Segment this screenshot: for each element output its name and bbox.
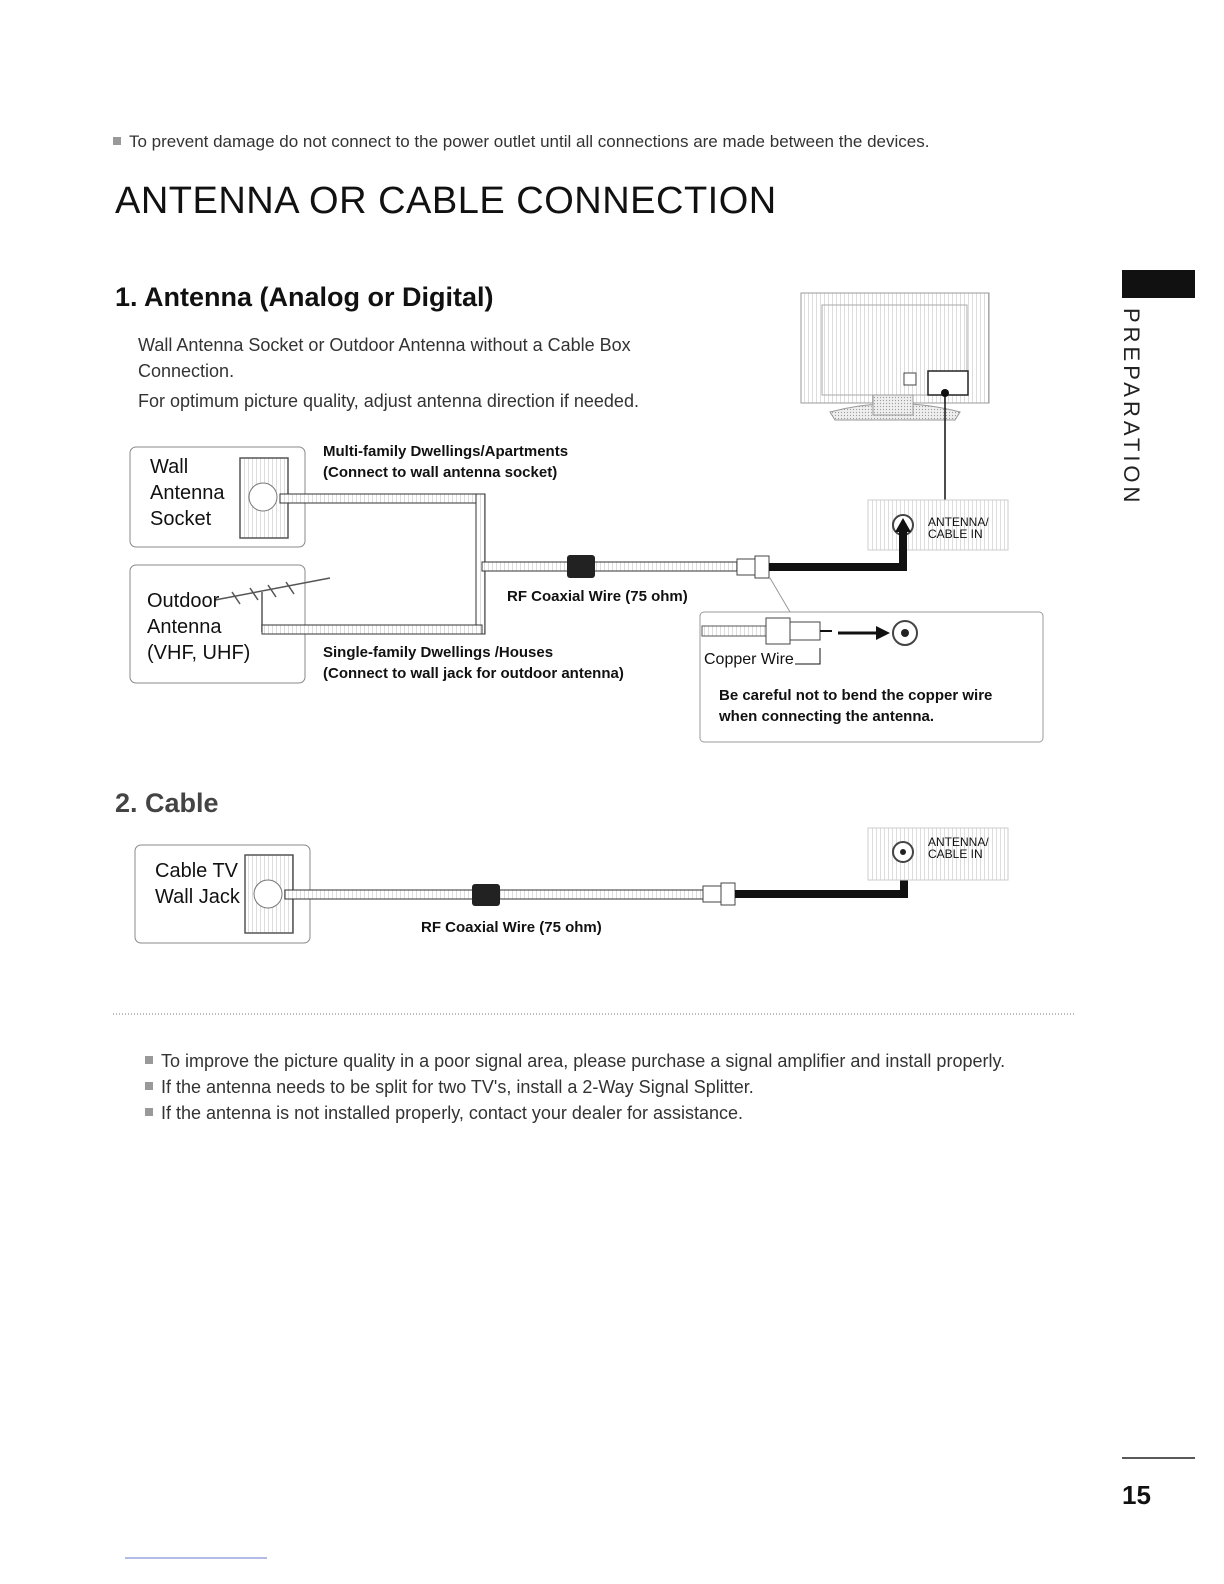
box-label-line: Outdoor <box>147 590 220 612</box>
side-tab-label: PREPARATION <box>1119 308 1144 507</box>
rf-wire-label-cable: RF Coaxial Wire (75 ohm) <box>421 919 602 936</box>
section-heading-antenna: 1. Antenna (Analog or Digital) <box>115 282 494 312</box>
box-label-line: Antenna <box>147 616 222 638</box>
section-heading-cable: 2. Cable <box>115 788 219 818</box>
cable-jack-label: Cable TV Wall Jack <box>155 858 240 910</box>
box-label-line: Antenna <box>150 482 225 504</box>
port-label-line: CABLE IN <box>928 527 983 541</box>
description-line: Wall Antenna Socket or Outdoor Antenna w… <box>138 335 631 355</box>
wall-socket-label: Wall Antenna Socket <box>150 454 225 532</box>
page-number: 15 <box>1122 1480 1151 1510</box>
description-line: For optimum picture quality, adjust ante… <box>138 391 639 411</box>
bullet-icon <box>113 136 121 145</box>
label-line: Multi-family Dwellings/Apartments <box>323 443 569 460</box>
bullet-icon <box>145 1056 153 1065</box>
page-title: ANTENNA OR CABLE CONNECTION <box>115 180 777 222</box>
top-note-text: To prevent damage do not connect to the … <box>129 132 930 151</box>
note-text: To improve the picture quality in a poor… <box>161 1051 1006 1071</box>
multi-family-label: Multi-family Dwellings/Apartments (Conne… <box>323 441 568 483</box>
label-line: (Connect to wall jack for outdoor antenn… <box>323 665 624 682</box>
f-connector <box>736 555 770 579</box>
box-label-line: Wall Jack <box>155 886 240 908</box>
single-family-label: Single-family Dwellings /Houses (Connect… <box>323 642 624 684</box>
tv-back-illustration <box>800 292 990 421</box>
antenna-description: Wall Antenna Socket or Outdoor Antenna w… <box>138 332 639 414</box>
note-item: To improve the picture quality in a poor… <box>145 1048 1005 1074</box>
box-label-line: (VHF, UHF) <box>147 642 251 664</box>
rf-wire-label: RF Coaxial Wire (75 ohm) <box>507 588 688 605</box>
note-item: If the antenna is not installed properly… <box>145 1100 1005 1126</box>
note-text: If the antenna needs to be split for two… <box>161 1077 754 1097</box>
box-label-line: Cable TV <box>155 860 239 882</box>
box-label-line: Wall <box>150 456 189 478</box>
bullet-icon <box>145 1082 153 1091</box>
copper-wire-label: Copper Wire <box>704 651 794 668</box>
description-line: Connection. <box>138 361 235 381</box>
port-label-line: ANTENNA/ <box>928 515 989 529</box>
caution-text: Be careful not to bend the copper wire w… <box>719 685 992 727</box>
caution-line: Be careful not to bend the copper wire <box>719 687 993 704</box>
note-item: If the antenna needs to be split for two… <box>145 1074 1005 1100</box>
outdoor-antenna-label: Outdoor Antenna (VHF, UHF) <box>147 588 250 666</box>
port-label-cable: ANTENNA/ CABLE IN <box>928 836 989 860</box>
caution-line: when connecting the antenna. <box>719 708 935 725</box>
bullet-icon <box>145 1108 153 1117</box>
label-line: Single-family Dwellings /Houses <box>323 644 554 661</box>
label-line: (Connect to wall antenna socket) <box>323 464 558 481</box>
cable-joint <box>567 555 595 578</box>
port-label-line: CABLE IN <box>928 847 983 861</box>
port-label: ANTENNA/ CABLE IN <box>928 516 989 540</box>
bottom-notes: To improve the picture quality in a poor… <box>145 1048 1005 1126</box>
box-label-line: Socket <box>150 508 212 530</box>
top-note: To prevent damage do not connect to the … <box>113 132 929 152</box>
note-text: If the antenna is not installed properly… <box>161 1103 743 1123</box>
port-label-line: ANTENNA/ <box>928 835 989 849</box>
side-tab-marker <box>1122 270 1195 298</box>
port-panel-cable <box>867 827 1009 881</box>
